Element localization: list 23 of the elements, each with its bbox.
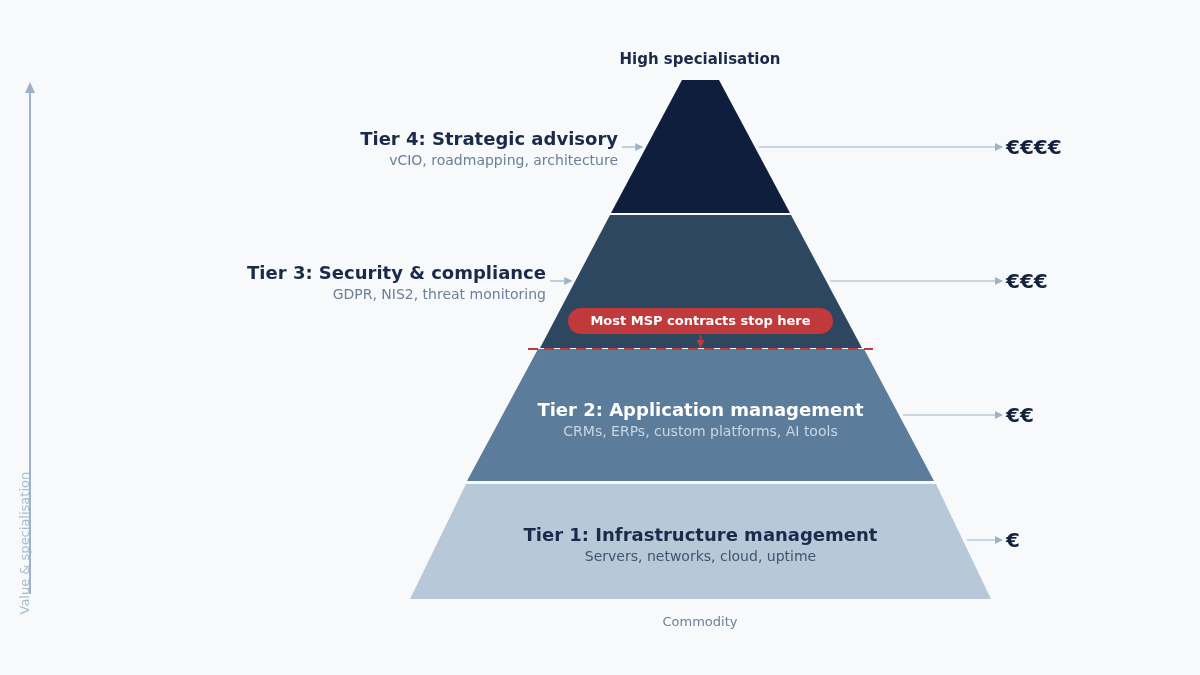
arrow bbox=[902, 411, 1003, 419]
tier-description: GDPR, NIS2, threat monitoring bbox=[332, 286, 546, 302]
arrow bbox=[829, 277, 1003, 285]
price-level-label: €€€ bbox=[1006, 269, 1048, 293]
arrow bbox=[696, 334, 705, 348]
arrow bbox=[549, 277, 573, 285]
axis-label: Value & specialisation bbox=[16, 471, 32, 615]
tier-description: vCIO, roadmapping, architecture bbox=[389, 152, 618, 168]
heading-label: High specialisation bbox=[619, 50, 781, 68]
arrow bbox=[758, 143, 1003, 151]
price-level-label: €€ bbox=[1006, 403, 1034, 427]
tier-heading: Tier 2: Application management bbox=[537, 399, 864, 420]
tier-description: CRMs, ERPs, custom platforms, AI tools bbox=[563, 423, 838, 439]
tier-heading: Tier 3: Security & compliance bbox=[247, 262, 546, 283]
tier-description: Servers, networks, cloud, uptime bbox=[584, 548, 817, 564]
base-label: Commodity bbox=[662, 614, 738, 629]
arrow bbox=[621, 143, 644, 151]
price-level-label: € bbox=[1006, 528, 1020, 552]
tier-heading: Tier 1: Infrastructure management bbox=[523, 524, 878, 545]
callout-label: Most MSP contracts stop here bbox=[568, 308, 833, 334]
arrow bbox=[966, 536, 1003, 544]
price-level-label: €€€€ bbox=[1006, 135, 1062, 159]
tier-heading: Tier 4: Strategic advisory bbox=[360, 128, 618, 149]
